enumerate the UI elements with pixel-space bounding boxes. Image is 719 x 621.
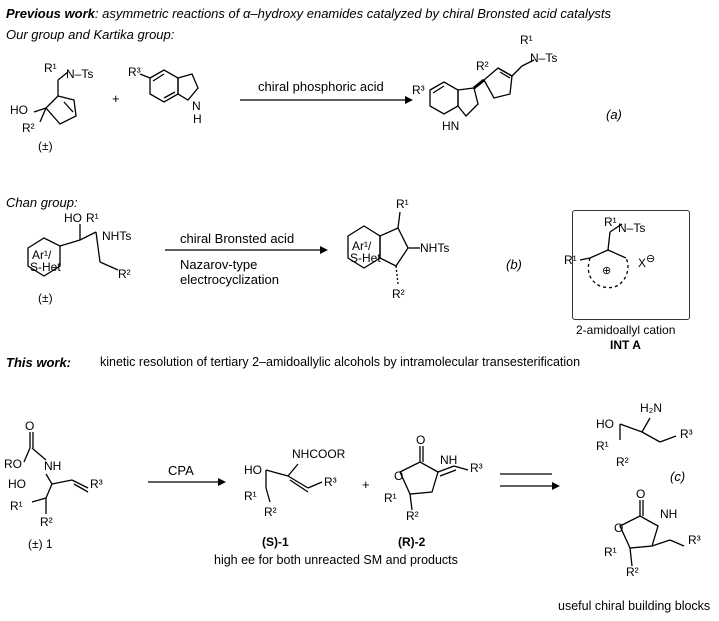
substrate-b-racemic: (±)	[38, 291, 53, 305]
label-c: (c)	[670, 469, 686, 484]
r2-o-top: O	[416, 433, 426, 447]
int-a-box	[572, 210, 690, 320]
sm-r2: R²	[40, 515, 53, 529]
sm-o: O	[25, 419, 35, 433]
int-a-r1-left: R¹	[564, 253, 577, 267]
substrate-b-ho: HO	[64, 211, 82, 225]
deriv1-r2: R²	[616, 455, 629, 469]
product-a-nts: N–Ts	[530, 51, 558, 65]
reagent-nazarov-line1: Nazarov-type	[180, 257, 258, 272]
previous-work-heading: Previous work: asymmetric reactions of α…	[6, 7, 611, 20]
s1-r2: R²	[264, 505, 277, 519]
high-ee-caption: high ee for both unreacted SM and produc…	[214, 553, 458, 567]
substrate-a-structure	[33, 71, 77, 125]
deriv2-o-ring: O	[614, 521, 624, 535]
sm-compound-name: (±) 1	[28, 538, 53, 550]
reagent-chiral-bronsted-acid: chiral Bronsted acid	[180, 231, 295, 246]
deriv1-h2n: H₂N	[640, 401, 662, 415]
this-work-label: This work:	[6, 355, 72, 370]
deriv2-o-top: O	[636, 487, 646, 501]
deriv2-r2: R²	[626, 565, 639, 579]
derivative-oxazolidinone-structure	[619, 500, 685, 567]
cation-charge-icon: ⊕	[602, 265, 612, 277]
product-b-ring-het: S-Het	[350, 251, 381, 265]
int-a-name: INT A	[610, 338, 641, 352]
int-a-nts: N–Ts	[618, 221, 646, 235]
indole-n: N	[192, 99, 201, 113]
product-b-r1: R¹	[396, 197, 409, 211]
product-b-structure	[347, 211, 420, 285]
product-b-ring-ar: Ar¹/	[352, 239, 372, 253]
substrate-a-r1: R¹	[44, 61, 57, 75]
reagent-cpa: CPA	[168, 463, 194, 478]
product-a-hn: HN	[442, 119, 460, 133]
s1-r1: R¹	[244, 489, 257, 503]
int-a-anion: X⊖	[638, 253, 656, 270]
indole-r3: R³	[128, 65, 141, 79]
product-b-nhts: NHTs	[420, 241, 450, 255]
section-a-title: Our group and Kartika group:	[6, 27, 175, 42]
substrate-b-structure	[27, 224, 119, 277]
derivative-aminoalcohol-structure	[619, 417, 677, 443]
product-b-r2: R²	[392, 287, 405, 301]
reagent-chiral-phosphoric-acid: chiral phosphoric acid	[258, 79, 384, 94]
deriv1-r1: R¹	[596, 439, 609, 453]
s1-compound-name: (S)-1	[262, 535, 289, 549]
indole-structure	[139, 69, 199, 103]
deriv1-ho: HO	[596, 417, 614, 431]
sm-name-text: (±) 1	[28, 537, 53, 551]
r2-nh: NH	[440, 453, 458, 467]
substrate-c-structure	[23, 432, 89, 514]
int-a-caption: 2-amidoallyl cation	[576, 323, 676, 337]
plus-sign-c: +	[362, 477, 370, 492]
deriv2-r1: R¹	[604, 545, 617, 559]
sm-ro: RO	[4, 457, 22, 471]
r2-o-ring: O	[394, 469, 404, 483]
anion-charge-icon: ⊖	[646, 253, 656, 265]
r2-r3: R³	[470, 461, 483, 475]
product-a-structure	[429, 59, 535, 117]
product-a-r1: R¹	[520, 33, 533, 47]
sm-nh: NH	[44, 459, 62, 473]
previous-work-label: Previous work	[6, 6, 95, 21]
sm-ho: HO	[8, 477, 26, 491]
r2-r1: R¹	[384, 491, 397, 505]
s1-nhcoor: NHCOOR	[292, 447, 346, 461]
deriv2-nh: NH	[660, 507, 678, 521]
plus-sign-a: +	[112, 91, 120, 106]
previous-work-description: : asymmetric reactions of α–hydroxy enam…	[94, 6, 611, 21]
substrate-b-ring-het: S-Het	[30, 260, 61, 274]
substrate-a-ho: HO	[10, 103, 28, 117]
this-work-description: kinetic resolution of tertiary 2–amidoal…	[100, 355, 581, 369]
s1-ho: HO	[244, 463, 262, 477]
indole-h: H	[193, 112, 202, 126]
substrate-a-nts: N–Ts	[66, 67, 94, 81]
product-r2-structure	[399, 446, 469, 511]
label-a: (a)	[606, 107, 622, 122]
reagent-nazarov-line2: electrocyclization	[180, 272, 279, 287]
substrate-a-racemic: (±)	[38, 139, 53, 153]
sm-r1: R¹	[10, 499, 23, 513]
substrate-a-r2: R²	[22, 121, 35, 135]
product-a-r2: R²	[476, 59, 489, 73]
substrate-b-ring-ar: Ar¹/	[32, 248, 52, 262]
int-a-anion-x: X	[638, 256, 647, 270]
substrate-b-r2: R²	[118, 267, 131, 281]
substrate-b-nhts: NHTs	[102, 229, 132, 243]
deriv2-r3: R³	[688, 533, 701, 547]
s1-r3: R³	[324, 475, 337, 489]
deriv1-r3: R³	[680, 427, 693, 441]
section-b-title: Chan group:	[6, 195, 78, 210]
int-a-r1-top: R¹	[604, 215, 617, 229]
int-a-structure	[579, 223, 629, 289]
label-b: (b)	[506, 257, 522, 272]
r2-r2: R²	[406, 509, 419, 523]
product-s1-structure	[265, 463, 323, 503]
product-a-r3: R³	[412, 83, 425, 97]
substrate-b-r1: R¹	[86, 211, 99, 225]
sm-r3: R³	[90, 477, 103, 491]
building-blocks-caption: useful chiral building blocks	[558, 599, 711, 613]
r2-compound-name: (R)-2	[398, 535, 426, 549]
